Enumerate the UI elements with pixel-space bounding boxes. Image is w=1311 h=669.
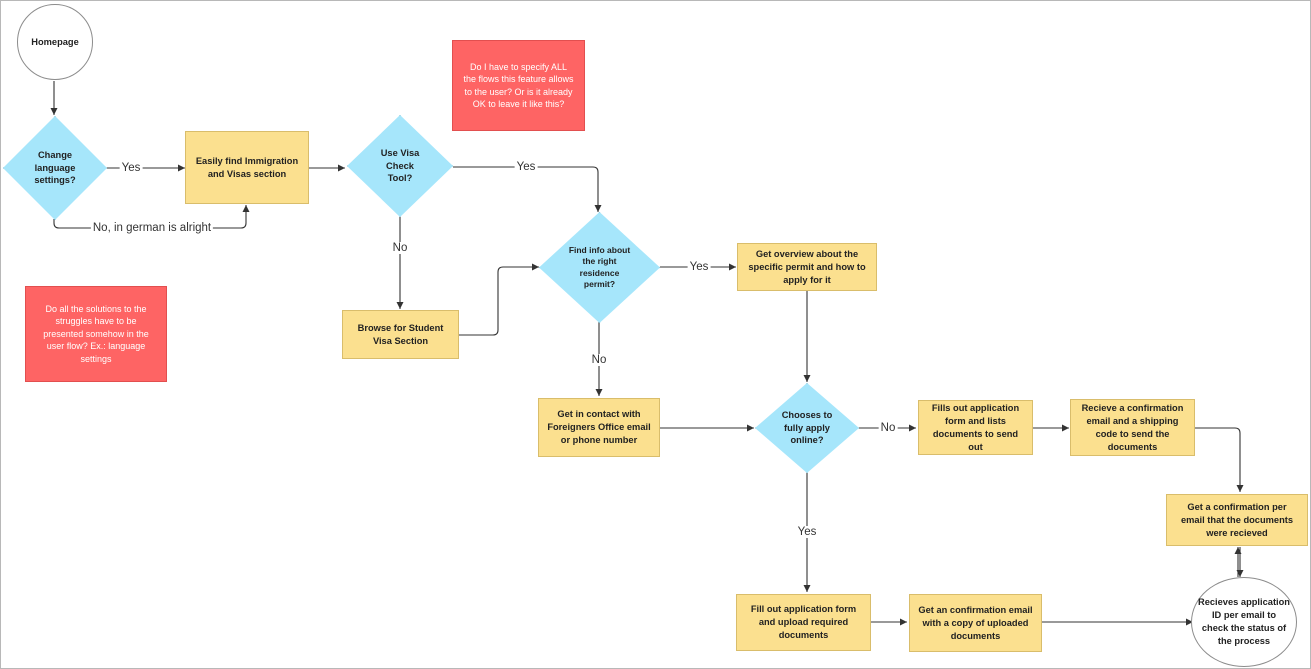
edge-label-info-no: No (589, 354, 609, 366)
edge-label-language-no: No, in german is alright (90, 222, 214, 234)
note-solutions-struggles: Do all the solutions to the struggles ha… (25, 286, 167, 382)
edge-recieve-to-confirmation (1195, 427, 1244, 492)
get-in-contact-node: Get in contact with Foreigners Office em… (538, 398, 660, 457)
use-visa-check-label: Use Visa Check Tool? (380, 148, 420, 184)
note-specify-flows-text: Do I have to specify ALL the flows this … (463, 61, 574, 110)
edge-browse-to-findinfo (459, 263, 539, 336)
fill-out-upload-label: Fill out application form and upload req… (750, 604, 857, 640)
find-info-decision: Find info about the right residence perm… (539, 212, 660, 323)
recieve-confirmation-shipping-node: Recieve a confirmation email and a shipp… (1070, 399, 1195, 456)
fills-out-form-label: Fills out application form and lists doc… (931, 402, 1020, 452)
chooses-online-label: Chooses to fully apply online? (781, 410, 833, 446)
browse-student-visa-node: Browse for Student Visa Section (342, 310, 459, 359)
edge-label-info-yes: Yes (687, 261, 711, 273)
homepage-node: Homepage (17, 4, 93, 80)
note-solutions-struggles-text: Do all the solutions to the struggles ha… (43, 303, 149, 364)
edge-label-visa-no: No (390, 242, 410, 254)
find-info-label: Find info about the right residence perm… (568, 244, 631, 290)
get-in-contact-label: Get in contact with Foreigners Office em… (547, 409, 651, 445)
confirmation-documents-recieved-label: Get a confirmation per email that the do… (1180, 501, 1294, 538)
recieves-application-id-label: Recieves application ID per email to che… (1198, 597, 1290, 646)
confirmation-documents-recieved-node: Get a confirmation per email that the do… (1166, 494, 1308, 546)
edge-label-visa-yes: Yes (514, 161, 538, 173)
edge-label-online-no: No (878, 422, 898, 434)
edge-visacheck-yes (453, 166, 602, 212)
chooses-online-decision: Chooses to fully apply online? (755, 383, 859, 473)
confirmation-copy-uploaded-node: Get an confirmation email with a copy of… (909, 594, 1042, 652)
fills-out-form-node: Fills out application form and lists doc… (918, 400, 1033, 455)
homepage-label: Homepage (31, 36, 79, 47)
browse-student-visa-label: Browse for Student Visa Section (357, 322, 444, 346)
easily-find-node: Easily find Immigration and Visas sectio… (185, 131, 309, 204)
fill-out-upload-node: Fill out application form and upload req… (736, 594, 871, 651)
recieves-application-id-node: Recieves application ID per email to che… (1191, 577, 1297, 667)
easily-find-label: Easily find Immigration and Visas sectio… (195, 155, 299, 179)
edge-label-language-yes: Yes (119, 162, 143, 174)
recieve-confirmation-shipping-label: Recieve a confirmation email and a shipp… (1081, 402, 1184, 452)
edge-label-online-yes: Yes (795, 526, 819, 538)
change-language-decision: Change language settings? (3, 116, 107, 220)
use-visa-check-decision: Use Visa Check Tool? (347, 115, 453, 217)
confirmation-copy-uploaded-label: Get an confirmation email with a copy of… (918, 604, 1033, 641)
change-language-label: Change language settings? (34, 150, 76, 186)
get-overview-label: Get overview about the specific permit a… (748, 248, 866, 285)
get-overview-node: Get overview about the specific permit a… (737, 243, 877, 291)
note-specify-flows: Do I have to specify ALL the flows this … (452, 40, 585, 131)
